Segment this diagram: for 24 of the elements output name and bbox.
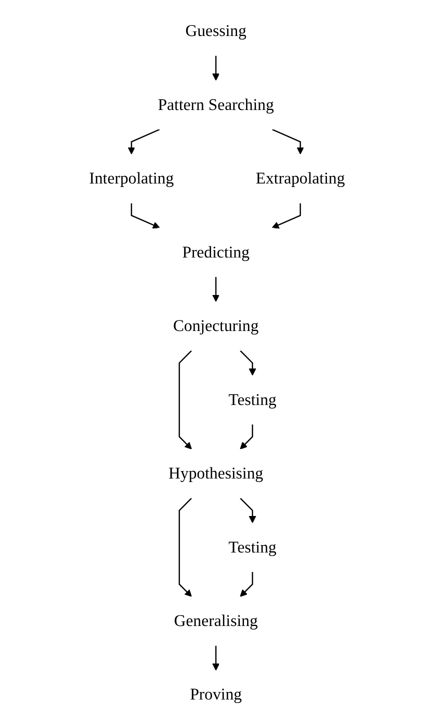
arrow: [178, 498, 192, 597]
node-text: Conjecturing: [173, 317, 259, 336]
arrow: [128, 128, 160, 154]
node-text: Testing: [228, 390, 276, 409]
node-text: Guessing: [185, 22, 246, 40]
arrow: [272, 203, 301, 228]
arrow: [240, 424, 254, 450]
node-text: Generalising: [174, 612, 258, 630]
arrow: [212, 276, 220, 302]
arrow: [178, 350, 192, 450]
node-text: Interpolating: [89, 170, 174, 188]
arrow: [212, 56, 220, 81]
node-text: Predicting: [182, 243, 250, 262]
node-text: Proving: [190, 686, 242, 704]
node-text: Pattern Searching: [158, 96, 274, 114]
arrow: [130, 203, 160, 228]
arrow: [212, 646, 220, 671]
arrow: [240, 572, 254, 597]
node-text: Testing: [228, 538, 276, 556]
node-text: Extrapolating: [256, 170, 345, 188]
arrow: [240, 498, 256, 524]
arrow: [240, 350, 256, 376]
arrow: [272, 128, 304, 154]
node-text: Hypothesising: [168, 464, 264, 483]
